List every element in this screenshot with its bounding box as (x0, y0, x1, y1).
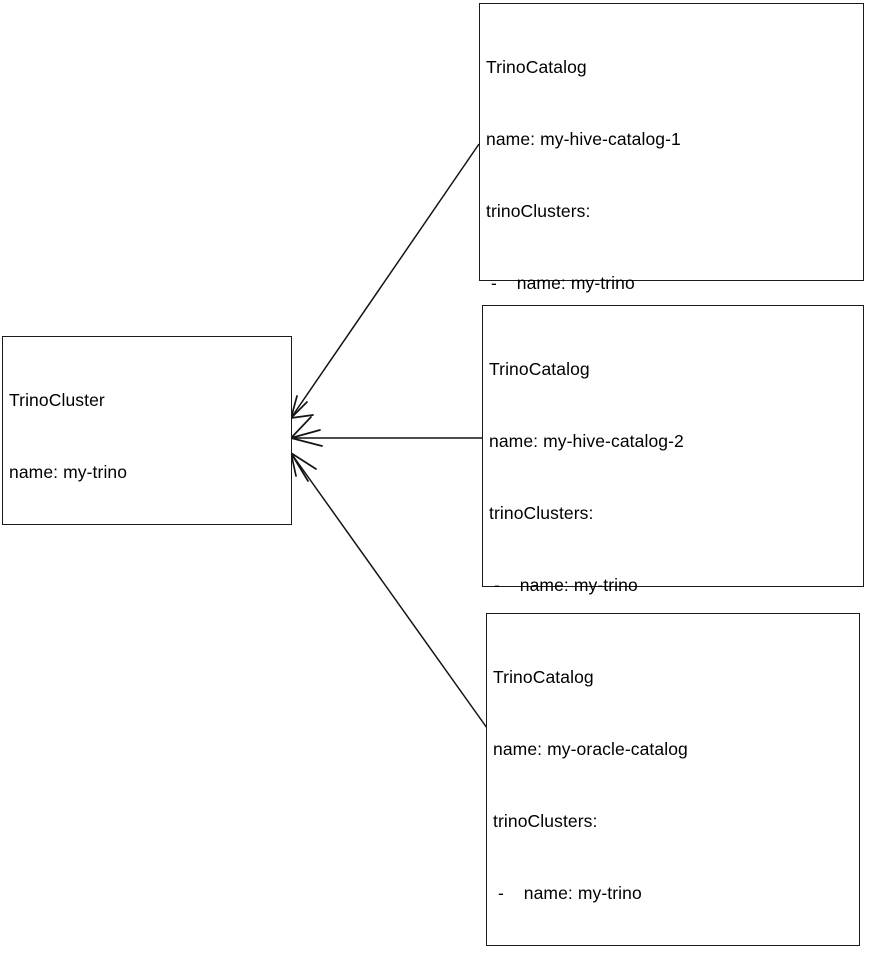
node-trino-cluster-line-0: TrinoCluster (9, 390, 105, 410)
edge-catalog-hive-1-to-cluster (290, 143, 480, 419)
catalog-hive-2-line-3: - name: my-trino (489, 575, 638, 595)
catalog-oracle-line-0: TrinoCatalog (493, 667, 594, 687)
catalog-hive-2-line-1: name: my-hive-catalog-2 (489, 431, 684, 451)
node-trino-catalog-oracle-text: TrinoCatalog name: my-oracle-catalog tri… (493, 617, 857, 954)
node-trino-catalog-hive-1[interactable]: TrinoCatalog name: my-hive-catalog-1 tri… (479, 3, 864, 653)
catalog-oracle-line-1: name: my-oracle-catalog (493, 739, 688, 759)
edge-catalog-oracle-to-cluster (290, 452, 493, 736)
node-trino-cluster-text: TrinoCluster name: my-trino (9, 340, 289, 532)
node-trino-cluster[interactable]: TrinoCluster name: my-trino (2, 336, 292, 525)
catalog-hive-1-line-3: - name: my-trino (486, 273, 635, 293)
catalog-oracle-line-2: trinoClusters: (493, 811, 598, 831)
node-trino-catalog-oracle[interactable]: TrinoCatalog name: my-oracle-catalog tri… (486, 613, 860, 946)
node-trino-catalog-hive-2[interactable]: TrinoCatalog name: my-hive-catalog-2 tri… (482, 305, 864, 883)
edge-catalog-hive-2-to-cluster (290, 416, 482, 447)
catalog-oracle-line-3: - name: my-trino (493, 883, 642, 903)
node-trino-cluster-line-1: name: my-trino (9, 462, 128, 482)
catalog-hive-2-line-2: trinoClusters: (489, 503, 594, 523)
catalog-hive-1-line-1: name: my-hive-catalog-1 (486, 129, 681, 149)
catalog-hive-2-line-0: TrinoCatalog (489, 359, 590, 379)
catalog-hive-1-line-0: TrinoCatalog (486, 57, 587, 77)
catalog-hive-1-line-2: trinoClusters: (486, 201, 591, 221)
